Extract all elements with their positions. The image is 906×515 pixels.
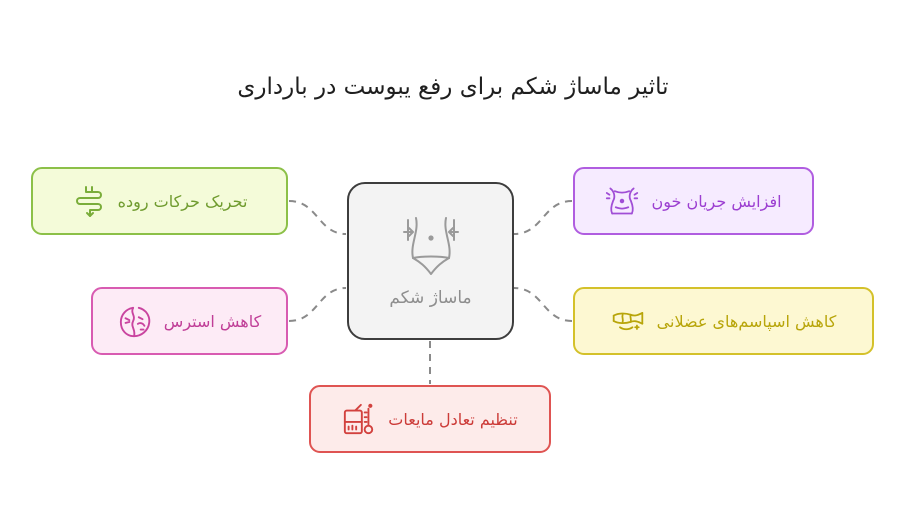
abdomen-massage-icon: [400, 214, 462, 280]
intestine-icon: [72, 184, 106, 218]
muscle-icon: [611, 304, 645, 338]
node-stress-reduction: کاهش استرس: [91, 287, 288, 355]
node-fluid-balance: تنظیم تعادل مایعات: [309, 385, 551, 453]
center-label: ماساژ شکم: [389, 288, 472, 308]
connector-intestine: [288, 200, 347, 235]
node-blood-flow: افزایش جریان خون: [573, 167, 814, 235]
stressed-face-icon: [118, 304, 152, 338]
node-blood-label: افزایش جریان خون: [651, 191, 782, 211]
node-spasm-label: کاهش اسپاسم‌های عضلانی: [656, 311, 837, 331]
node-intestine-movement: تحریک حرکات روده: [31, 167, 288, 235]
connector-stress: [288, 287, 347, 322]
torso-circulation-icon: [605, 184, 639, 218]
connector-spasm: [513, 287, 573, 322]
node-stress-label: کاهش استرس: [163, 311, 262, 331]
diagram-title: تاثیر ماساژ شکم برای رفع یبوست در باردار…: [237, 74, 669, 100]
node-muscle-spasm: کاهش اسپاسم‌های عضلانی: [573, 287, 874, 355]
connector-blood: [513, 200, 573, 235]
center-node: ماساژ شکم: [347, 182, 514, 340]
node-intestine-label: تحریک حرکات روده: [117, 191, 248, 211]
node-fluid-label: تنظیم تعادل مایعات: [388, 409, 518, 429]
fluid-balance-icon: [342, 402, 376, 436]
